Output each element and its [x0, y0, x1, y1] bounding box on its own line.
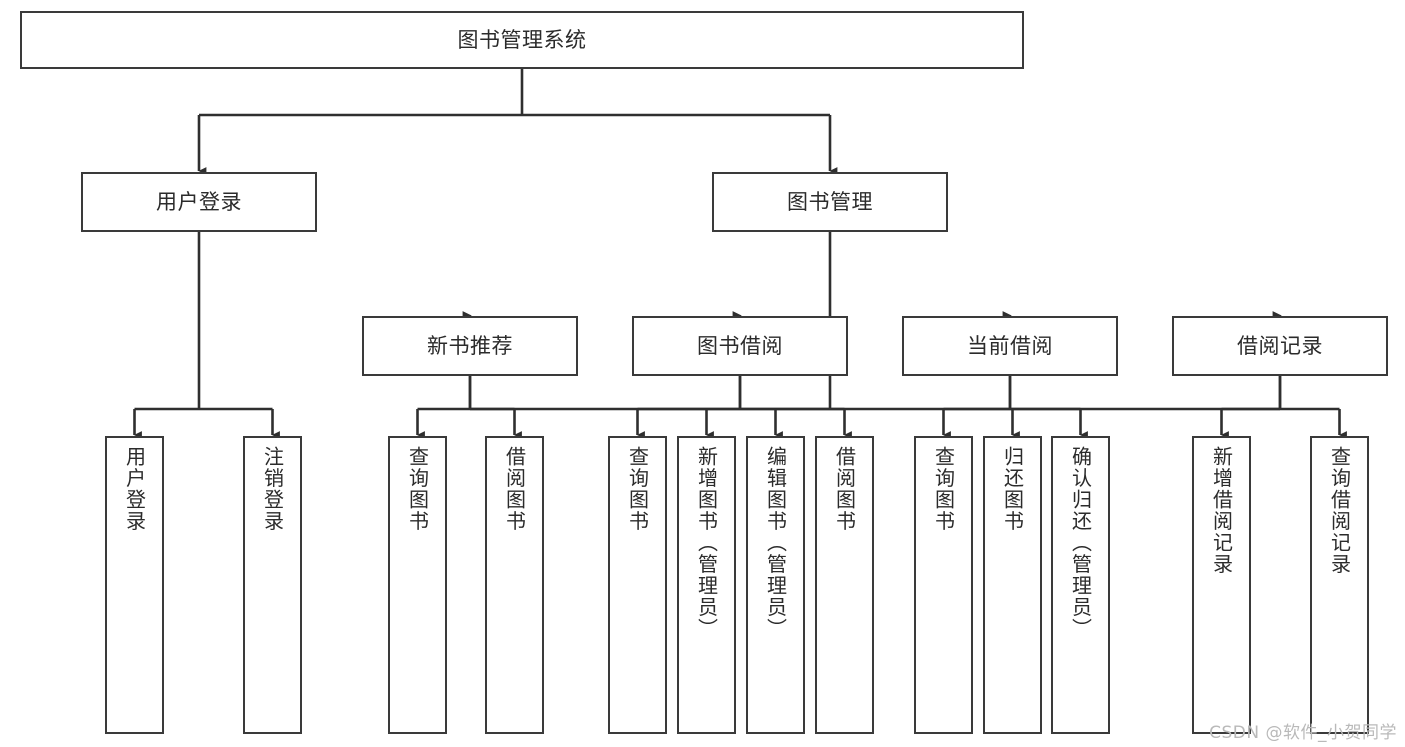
node-leaf-edit-book-admin[interactable]: 编辑图书（管理员）: [746, 436, 805, 734]
node-label: 借阅记录: [1237, 333, 1323, 358]
node-label: 查询借阅记录: [1327, 446, 1352, 575]
watermark-csdn: CSDN @软件_小贺同学: [1209, 723, 1397, 743]
node-book-management[interactable]: 图书管理: [712, 172, 948, 232]
node-label: 查询图书: [931, 446, 956, 532]
node-label: 用户登录: [122, 446, 147, 532]
node-leaf-confirm-return-admin[interactable]: 确认归还（管理员）: [1051, 436, 1110, 734]
node-label: 确认归还（管理员）: [1068, 446, 1093, 640]
node-leaf-add-book-admin[interactable]: 新增图书（管理员）: [677, 436, 736, 734]
node-leaf-query-book-current[interactable]: 查询图书: [914, 436, 973, 734]
node-leaf-logout[interactable]: 注销登录: [243, 436, 302, 734]
node-label: 用户登录: [156, 189, 242, 214]
node-label: 新增借阅记录: [1209, 446, 1234, 575]
node-label: 新增图书（管理员）: [694, 446, 719, 640]
node-label: 借阅图书: [502, 446, 527, 532]
node-leaf-return-book[interactable]: 归还图书: [983, 436, 1042, 734]
node-leaf-query-book-recommendation[interactable]: 查询图书: [388, 436, 447, 734]
node-label: 当前借阅: [967, 333, 1053, 358]
node-label: 注销登录: [260, 446, 285, 532]
node-label: 图书管理系统: [457, 27, 587, 52]
node-label: 图书管理: [787, 189, 873, 214]
node-label: 借阅图书: [832, 446, 857, 532]
node-book-borrowing[interactable]: 图书借阅: [632, 316, 848, 376]
node-label: 查询图书: [625, 446, 650, 532]
node-new-book-recommendation[interactable]: 新书推荐: [362, 316, 578, 376]
node-label: 新书推荐: [427, 333, 513, 358]
node-user-login[interactable]: 用户登录: [81, 172, 317, 232]
node-borrowing-record[interactable]: 借阅记录: [1172, 316, 1388, 376]
node-root-book-management-system[interactable]: 图书管理系统: [20, 11, 1024, 69]
node-leaf-borrow-book-recommendation[interactable]: 借阅图书: [485, 436, 544, 734]
node-label: 图书借阅: [697, 333, 783, 358]
node-label: 编辑图书（管理员）: [763, 446, 788, 640]
node-leaf-add-borrow-record[interactable]: 新增借阅记录: [1192, 436, 1251, 734]
node-leaf-query-borrow-record[interactable]: 查询借阅记录: [1310, 436, 1369, 734]
node-leaf-borrow-book[interactable]: 借阅图书: [815, 436, 874, 734]
node-label: 查询图书: [405, 446, 430, 532]
node-current-borrowing[interactable]: 当前借阅: [902, 316, 1118, 376]
node-leaf-user-login[interactable]: 用户登录: [105, 436, 164, 734]
node-leaf-query-book-borrowing[interactable]: 查询图书: [608, 436, 667, 734]
node-label: 归还图书: [1000, 446, 1025, 532]
